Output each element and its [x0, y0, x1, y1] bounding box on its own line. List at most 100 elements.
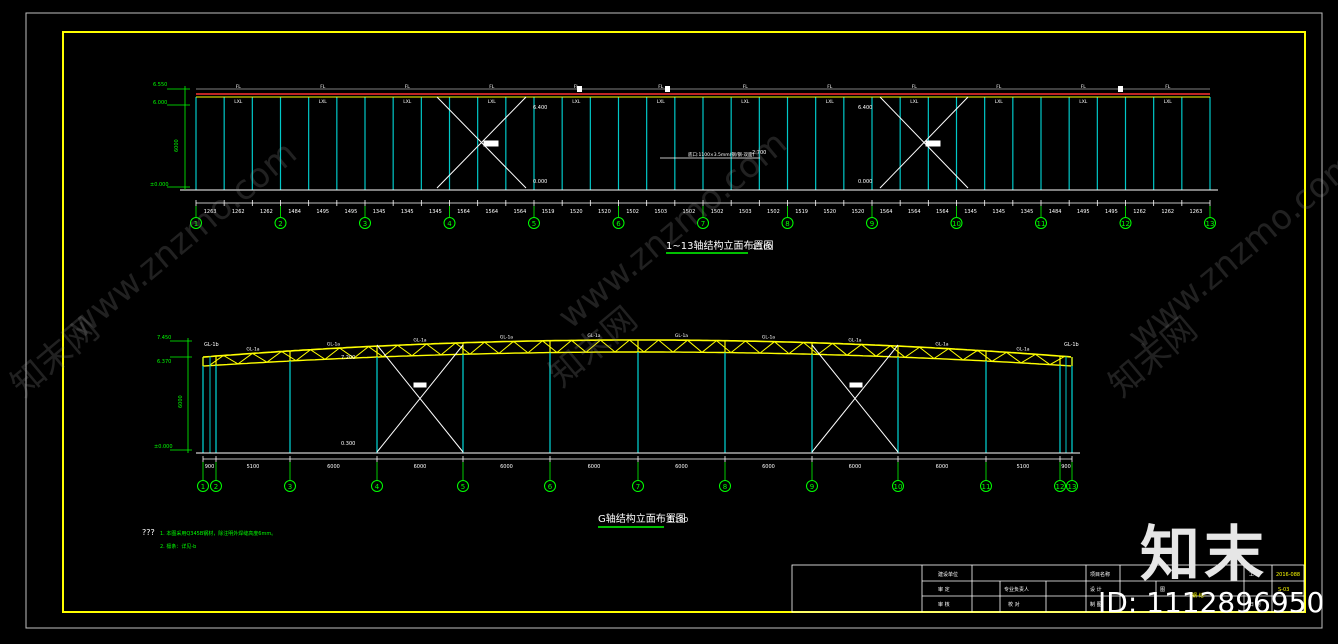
- top-axis-label: 8: [785, 220, 789, 228]
- tb-check: 审 核: [938, 601, 950, 608]
- top-dim-value: 1484: [288, 209, 301, 215]
- bottom-truss-end-label: GL-1b: [204, 342, 219, 348]
- bottom-axis-bubble: [892, 480, 904, 492]
- top-beam-label: FL: [743, 84, 749, 90]
- bottom-truss-label: GL-1a: [500, 335, 513, 341]
- bottom-x-brace-right: [811, 344, 899, 453]
- bottom-axis-label: 11: [982, 483, 991, 491]
- top-beam-label: FL: [1081, 84, 1087, 90]
- top-axis-bubble: [274, 217, 287, 229]
- inner-sheet-frame: [62, 31, 1306, 613]
- top-axis-label: 5: [532, 220, 536, 228]
- tb-drawing-no: S-03: [1278, 587, 1289, 593]
- tb-proofread: 校 对: [1008, 601, 1020, 608]
- tb-drawing: 图: [1160, 587, 1165, 593]
- top-dim-value: 1502: [683, 209, 696, 215]
- bottom-x-brace-left: [376, 344, 464, 453]
- top-elev-base: ±0.000: [150, 182, 169, 188]
- bottom-dim-value: 6000: [849, 464, 862, 470]
- bottom-axis-label: 7: [636, 483, 640, 491]
- top-beam-label: FL: [236, 84, 242, 90]
- bottom-roof-truss: [202, 339, 1072, 367]
- top-axis-label: 2: [278, 220, 282, 228]
- top-dim-value: 1564: [880, 209, 893, 215]
- outer-sheet-border: [25, 12, 1323, 629]
- top-beam-label: FL: [489, 84, 495, 90]
- tb-drawn: 制 图: [1090, 601, 1102, 608]
- bottom-axis-label: 3: [288, 483, 292, 491]
- bottom-truss-end-label-r: GL-1b: [1064, 342, 1079, 348]
- top-axis-label: 4: [447, 220, 452, 228]
- top-axis-bubble: [1035, 217, 1047, 229]
- bottom-truss-label: GL-1a: [935, 341, 948, 347]
- bottom-truss-label: GL-1a: [848, 337, 861, 343]
- top-wind-label: LXL: [657, 99, 666, 105]
- bottom-elevation-scale: 1:100: [668, 516, 688, 524]
- bottom-elev-top: 7.450: [157, 335, 171, 341]
- bottom-axis-bubble: [210, 480, 222, 492]
- bottom-axis-label: 10: [894, 483, 903, 491]
- title-block-text: 建设单位 项目名称 工 号 2016-088 审 定 专业负责人 设 计 图 钢…: [938, 571, 1300, 608]
- top-dim-value: 1502: [767, 209, 780, 215]
- bottom-axis-label: 5: [461, 483, 465, 491]
- top-wind-label: LXL: [234, 99, 243, 105]
- bottom-axis-bubble: [1066, 480, 1078, 492]
- bottom-axis-label: 2: [214, 483, 218, 491]
- truss-bottom-chord: [202, 351, 1072, 367]
- top-wind-label: LXL: [995, 99, 1004, 105]
- bottom-truss-label: GL-1a: [246, 346, 259, 352]
- top-dim-value: 1564: [936, 209, 949, 215]
- top-beam-labels: FLLXLFLLXLFLLXLFLLXLFLLXLFLLXLFLLXLFLLXL…: [196, 84, 1210, 105]
- top-dim-value: 1503: [654, 209, 667, 215]
- bottom-dim-value: 6000: [762, 464, 775, 470]
- bottom-dim-value: 6000: [936, 464, 949, 470]
- tb-fill-a: 钢-结-: [1192, 592, 1206, 599]
- top-wind-label: LXL: [488, 99, 497, 105]
- bottom-elev-inner-low: 0.300: [341, 441, 355, 447]
- top-wind-label: LXL: [826, 99, 835, 105]
- top-dim-value: 1262: [232, 209, 245, 215]
- top-wind-label: LXL: [1079, 99, 1088, 105]
- top-axis-bubble: [781, 217, 794, 229]
- top-dim-value: 1262: [1133, 209, 1146, 215]
- tb-job-no: 2016-088: [1276, 572, 1300, 578]
- bottom-axis-label: 4: [375, 483, 380, 491]
- top-dim-value: 1495: [1077, 209, 1090, 215]
- top-dim-value: 1519: [542, 209, 555, 215]
- top-dim-value: 1519: [795, 209, 808, 215]
- top-axis-label: 7: [701, 220, 705, 228]
- notes-marker: ???: [142, 528, 155, 537]
- title-block: [791, 564, 1305, 613]
- top-beam-label: FL: [912, 84, 918, 90]
- top-axis-bubble: [443, 217, 456, 229]
- top-dim-value: 1520: [598, 209, 611, 215]
- bottom-dim-value: 6000: [675, 464, 688, 470]
- bottom-columns: [202, 340, 1073, 453]
- tb-design-unit: 建设单位: [938, 571, 958, 578]
- bottom-axis-label: 8: [723, 483, 727, 491]
- bottom-dim-value: 900: [205, 464, 215, 470]
- tb-date-label: 日 期: [1249, 602, 1261, 608]
- top-dim-value: 1345: [1021, 209, 1034, 215]
- top-dim-value: 1520: [852, 209, 865, 215]
- top-elevation: 6.550 6.000 6000 ±0.000 6.400 0.000 6.40…: [150, 82, 1218, 254]
- watermark-image-id: ID: 1112896950: [1098, 586, 1325, 619]
- top-axis-bubble: [866, 217, 878, 229]
- bottom-elevation: 7.450 6.370 6000 ±0.000 7.200 0.300 GL-1…: [154, 333, 1080, 528]
- truss-top-chord: [202, 339, 1072, 358]
- top-axis-bubble: [528, 217, 540, 229]
- tb-project-name: 项目名称: [1090, 571, 1110, 578]
- top-dim-value: 1495: [1105, 209, 1118, 215]
- top-dim-value: 1345: [429, 209, 442, 215]
- top-dim-value: 1495: [316, 209, 329, 215]
- top-axis-label: 9: [870, 220, 874, 228]
- top-door-label-c: 6.400: [858, 105, 872, 111]
- top-door-label-b: 0.000: [533, 179, 547, 185]
- top-dim-value: 1520: [823, 209, 836, 215]
- tb-design: 设 计: [1090, 586, 1102, 593]
